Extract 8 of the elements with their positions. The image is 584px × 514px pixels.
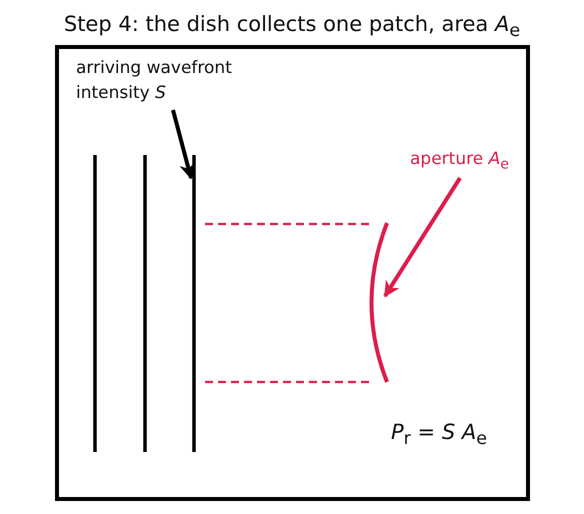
wavefront-label: arriving wavefront intensity S bbox=[76, 56, 276, 106]
aperture-label: aperture A$_{e}$ bbox=[410, 147, 570, 178]
diagram-title: Step 4: the dish collects one patch, area A$_{e}$ bbox=[62, 12, 522, 42]
leader-arrow bbox=[171, 109, 196, 180]
dish-arc bbox=[370, 222, 389, 383]
formula: P$_{r}$ = S A$_{e}$ bbox=[391, 420, 488, 450]
wavefront-line bbox=[192, 155, 196, 452]
leader-arrow bbox=[383, 176, 462, 298]
